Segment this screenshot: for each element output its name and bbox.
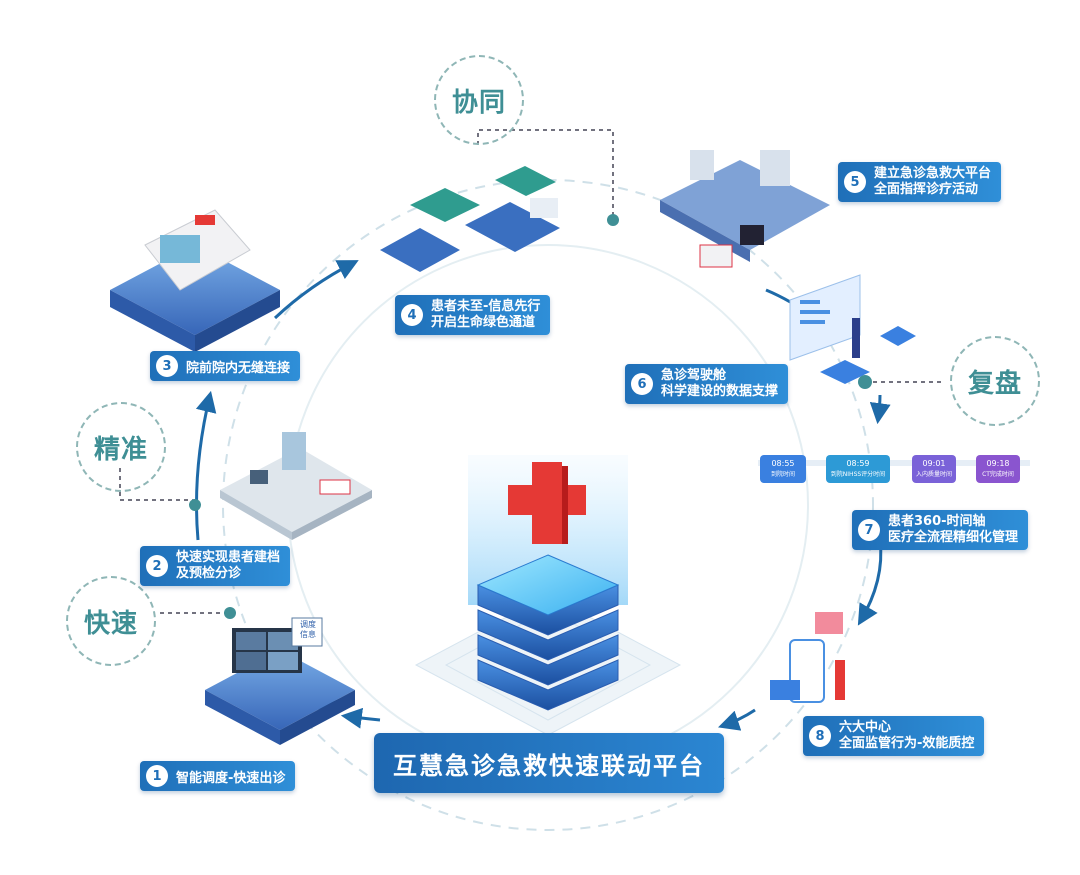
step-text: 急诊驾驶舱 [661, 368, 727, 383]
step-label-7: 7 患者360-时间轴 医疗全流程精细化管理 [852, 510, 1029, 550]
mobile-monitor-illustration [770, 612, 845, 703]
ambulance-illustration [110, 209, 280, 352]
step-number: 1 [146, 765, 168, 787]
connector-dots [189, 214, 872, 619]
timeline-time: 08:55 [771, 459, 795, 468]
timeline-caption: 到院NIHSS评分时间 [830, 471, 886, 478]
step-number: 4 [401, 304, 423, 326]
timeline-item-1: 08:55 到院时间 [760, 455, 806, 483]
step-number: 5 [844, 171, 866, 193]
city-street-illustration [220, 432, 372, 540]
step-text: 快速实现患者建档 [176, 550, 281, 565]
step-label-3: 3 院前院内无缝连接 [150, 351, 301, 381]
dispatch-center-illustration [205, 617, 355, 745]
keyword-review: 复盘 [950, 336, 1040, 426]
timeline-time: 08:59 [846, 459, 870, 468]
timeline-caption: 入内质量时间 [915, 471, 952, 478]
timeline-item-2: 08:59 到院NIHSS评分时间 [826, 455, 890, 483]
command-center-illustration [660, 150, 830, 268]
keyword-speed: 快速 [66, 576, 156, 666]
step-label-1: 1 智能调度-快速出诊 [140, 761, 296, 791]
step-label-2: 2 快速实现患者建档 及预检分诊 [140, 546, 291, 586]
timeline-item-3: 09:01 入内质量时间 [912, 455, 956, 483]
step-text: 科学建设的数据支撑 [661, 384, 779, 399]
step-label-4: 4 患者未至-信息先行 开启生命绿色通道 [395, 295, 551, 335]
keyword-precision: 精准 [76, 402, 166, 492]
step-number: 3 [156, 355, 178, 377]
keyword-text: 复盘 [967, 368, 1022, 399]
keyword-text: 精准 [93, 434, 148, 465]
step-text: 及预检分诊 [176, 566, 242, 581]
timeline-bar [758, 460, 1030, 466]
step-label-5: 5 建立急诊急救大平台 全面指挥诊疗活动 [838, 162, 1002, 202]
step-number: 6 [631, 373, 653, 395]
hospital-rooms-illustration [380, 166, 560, 272]
step-text: 全面指挥诊疗活动 [874, 182, 979, 197]
timeline-time: 09:01 [922, 459, 946, 468]
step-text: 全面监管行为-效能质控 [839, 736, 975, 751]
step-number: 2 [146, 555, 168, 577]
step-text: 智能调度-快速出诊 [176, 770, 286, 786]
step-text: 六大中心 [839, 720, 892, 735]
step-text: 开启生命绿色通道 [431, 315, 536, 330]
step-text: 患者未至-信息先行 [431, 299, 541, 314]
timeline-caption: CT完成时间 [982, 471, 1014, 478]
keyword-text: 快速 [83, 608, 138, 639]
step-label-6: 6 急诊驾驶舱 科学建设的数据支撑 [625, 364, 789, 404]
step-text: 院前院内无缝连接 [186, 360, 291, 376]
step-text: 建立急诊急救大平台 [874, 166, 992, 181]
timeline-caption: 到院时间 [770, 471, 795, 478]
timeline-time: 09:18 [986, 459, 1010, 468]
platform-title: 互慧急诊急救快速联动平台 [374, 733, 724, 793]
step-text: 医疗全流程精细化管理 [888, 530, 1019, 545]
step-text: 患者360-时间轴 [888, 514, 986, 529]
timeline-item-4: 09:18 CT完成时间 [976, 455, 1020, 483]
data-dashboard-illustration [789, 274, 916, 384]
keyword-text: 协同 [451, 87, 506, 118]
step-label-8: 8 六大中心 全面监管行为-效能质控 [803, 716, 985, 756]
step-number: 8 [809, 725, 831, 747]
step-number: 7 [858, 519, 880, 541]
central-server-stack [414, 455, 682, 736]
dispatch-info-sign: 调度 信息 [300, 620, 316, 639]
keyword-collaboration: 协同 [434, 55, 524, 145]
